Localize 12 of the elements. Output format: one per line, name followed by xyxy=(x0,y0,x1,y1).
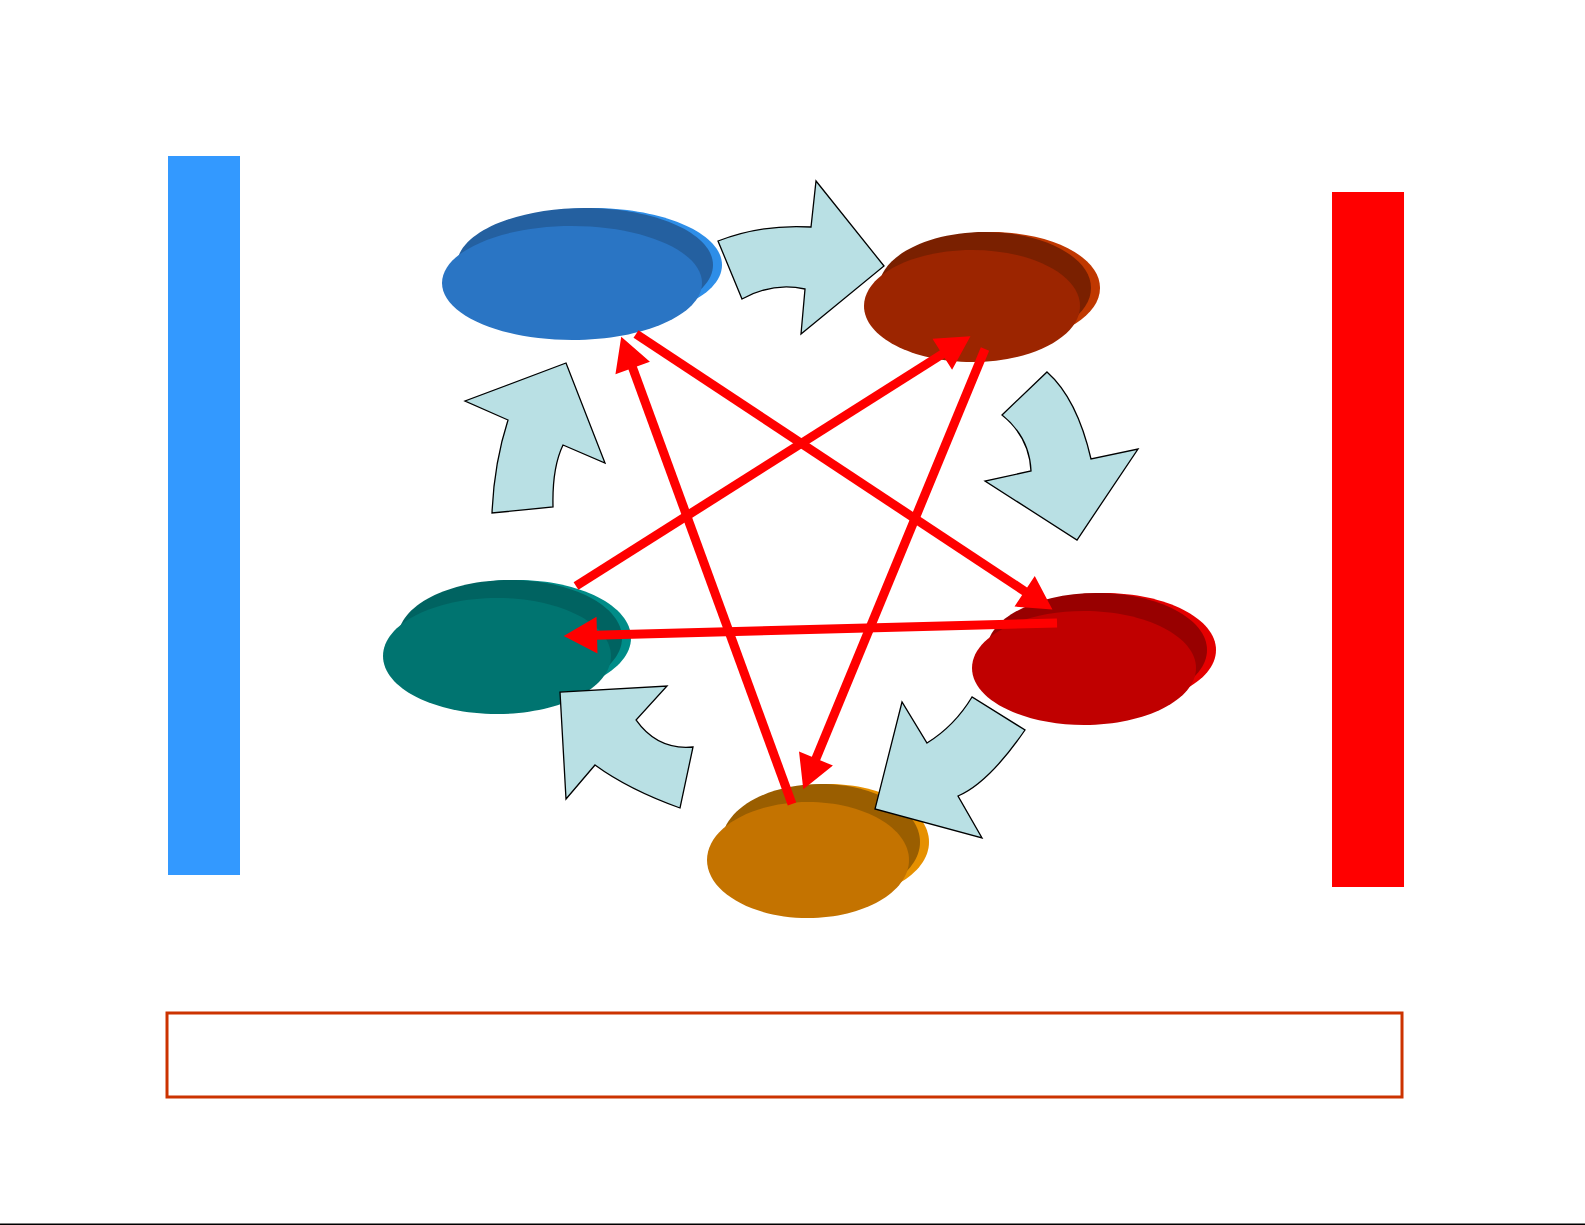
curved-arrow xyxy=(559,685,694,809)
vertical-bar xyxy=(168,156,240,875)
curved-arrow xyxy=(984,371,1139,541)
oval-disc xyxy=(707,784,929,918)
curved-arrow xyxy=(464,362,606,514)
curved-arrow xyxy=(874,696,1026,839)
curved-arrow xyxy=(717,180,885,335)
oval-disc xyxy=(383,580,631,714)
vertical-bar xyxy=(1332,192,1404,887)
oval-disc xyxy=(442,208,722,340)
oval-disc xyxy=(972,593,1216,725)
oval-disc xyxy=(864,232,1100,362)
